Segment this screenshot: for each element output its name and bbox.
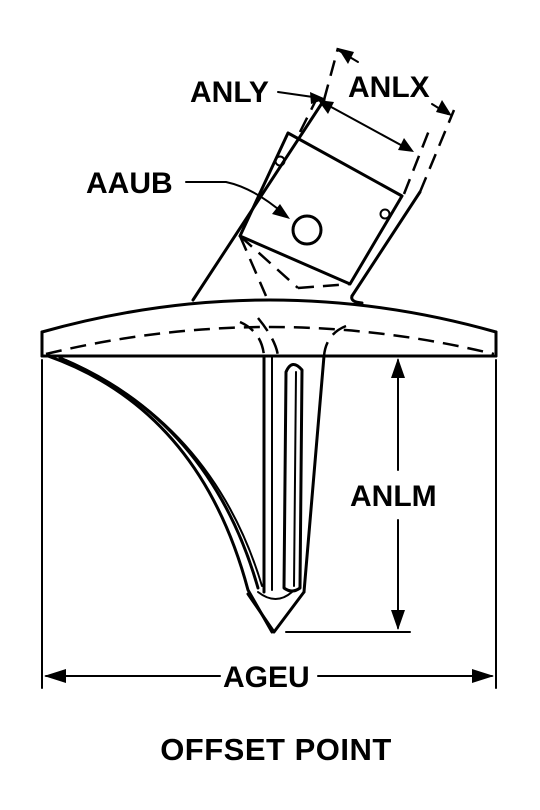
ageu-arrow-right bbox=[472, 669, 494, 683]
anly-label: ANLY bbox=[190, 76, 269, 109]
mounting-shank bbox=[191, 47, 456, 305]
anlx-inner-arrow-right bbox=[398, 138, 414, 152]
diagram-caption: OFFSET POINT bbox=[160, 732, 392, 767]
anlm-arrow-top bbox=[391, 358, 405, 378]
center-spike bbox=[239, 317, 347, 634]
aaub-arrow bbox=[272, 204, 290, 219]
anly-arrow bbox=[310, 92, 326, 104]
ageu-dimension bbox=[41, 359, 497, 689]
anlx-dimension bbox=[318, 48, 452, 152]
aaub-hole bbox=[291, 214, 323, 246]
rivet-hole-left bbox=[274, 155, 286, 167]
ageu-arrow-left bbox=[44, 669, 66, 683]
curved-blade bbox=[46, 354, 274, 634]
anlx-top-arrow bbox=[338, 48, 354, 64]
anlx-label: ANLX bbox=[348, 71, 430, 104]
anlx-right-arrow bbox=[436, 100, 452, 116]
aaub-label: AAUB bbox=[86, 167, 173, 200]
rivet-hole-right bbox=[379, 208, 391, 220]
anlx-inner-arrow-left bbox=[318, 100, 334, 114]
ageu-label: AGEU bbox=[223, 661, 310, 694]
anlm-arrow-bottom bbox=[391, 610, 405, 630]
aaub-dimension bbox=[185, 181, 290, 219]
base-plate bbox=[40, 298, 498, 358]
anlm-label: ANLM bbox=[350, 480, 437, 513]
anlm-dimension bbox=[285, 358, 411, 633]
anly-dimension bbox=[277, 91, 326, 104]
